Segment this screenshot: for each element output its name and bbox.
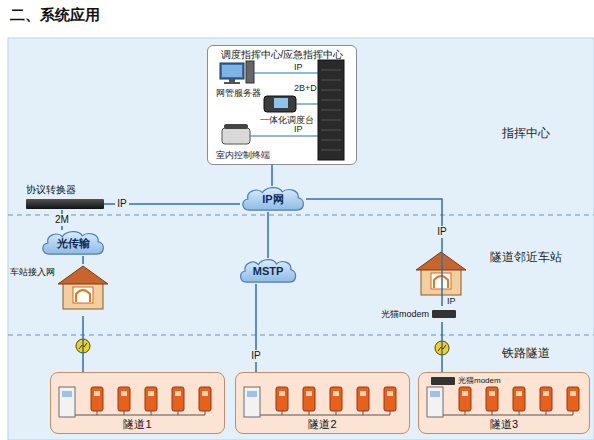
zone-divider <box>8 335 594 336</box>
cloud-label: MSTP <box>238 258 298 284</box>
free-label: 2B+D <box>294 83 317 94</box>
page-title: 二、系统应用 <box>10 6 100 24</box>
network-link <box>306 199 442 306</box>
tunnel-box: 隧道2 <box>235 372 410 434</box>
link-label: IP <box>249 350 262 362</box>
device-label: 一体化调度台 <box>260 115 314 126</box>
command-center-box: 调度指挥中心/应急指挥中心网管服务器一体化调度台室内控制终端 <box>207 45 357 165</box>
station-house <box>56 264 110 310</box>
device-name: 网管服务器 <box>216 88 261 99</box>
network-cloud: 光传输 <box>40 230 106 256</box>
free-label: IP <box>294 62 303 73</box>
free-label: 指挥中心 <box>502 126 550 140</box>
control-room-equipment <box>208 46 356 164</box>
station-label: 车站接入网 <box>10 266 112 278</box>
network-link <box>267 212 269 258</box>
converter-label: 协议转换器 <box>26 184 104 196</box>
device-name: 室内控制终端 <box>216 150 270 161</box>
network-link <box>82 316 84 372</box>
modem-device <box>432 310 456 318</box>
network-cloud: IP网 <box>240 186 306 212</box>
station-house <box>416 252 466 295</box>
tunnel-name: 隧道2 <box>236 418 409 431</box>
modem-device <box>431 377 455 385</box>
link-label: IP <box>115 198 128 210</box>
device-label: 网管服务器 <box>216 88 261 99</box>
converter-device <box>26 199 104 209</box>
link-label: IP <box>435 226 448 238</box>
center-heading: 调度指挥中心/应急指挥中心 <box>208 49 356 61</box>
network-link <box>82 256 84 264</box>
tunnel-name: 隧道3 <box>419 418 589 431</box>
free-label: IP <box>447 296 456 307</box>
zone-divider <box>8 215 594 216</box>
free-label: 隧道邻近车站 <box>490 250 562 264</box>
diagram-ground <box>8 38 594 440</box>
device-label: 室内控制终端 <box>216 150 270 161</box>
network-cloud: MSTP <box>238 258 298 284</box>
tunnel-box: 隧道1 <box>50 372 225 434</box>
free-label: 铁路隧道 <box>502 346 550 360</box>
network-link <box>441 322 443 375</box>
modem-label: 光猫modem <box>381 306 457 322</box>
protocol-converter: 协议转换器 <box>26 184 104 210</box>
device-name: 一体化调度台 <box>260 115 314 126</box>
free-label: IP <box>294 124 303 135</box>
cloud-label: 光传输 <box>40 230 106 256</box>
link-label: 2M <box>53 214 71 226</box>
station-access: 车站接入网 <box>10 264 112 316</box>
cloud-label: IP网 <box>240 186 306 212</box>
modem-label: 光猫modem <box>458 375 538 387</box>
tunnel-name: 隧道1 <box>51 418 224 431</box>
network-link <box>271 165 273 186</box>
fiber-modem: 光猫modem <box>431 375 511 387</box>
tunnel-box: 隧道3 光猫modem <box>418 372 590 434</box>
fiber-modem: 光猫modem <box>382 306 458 322</box>
